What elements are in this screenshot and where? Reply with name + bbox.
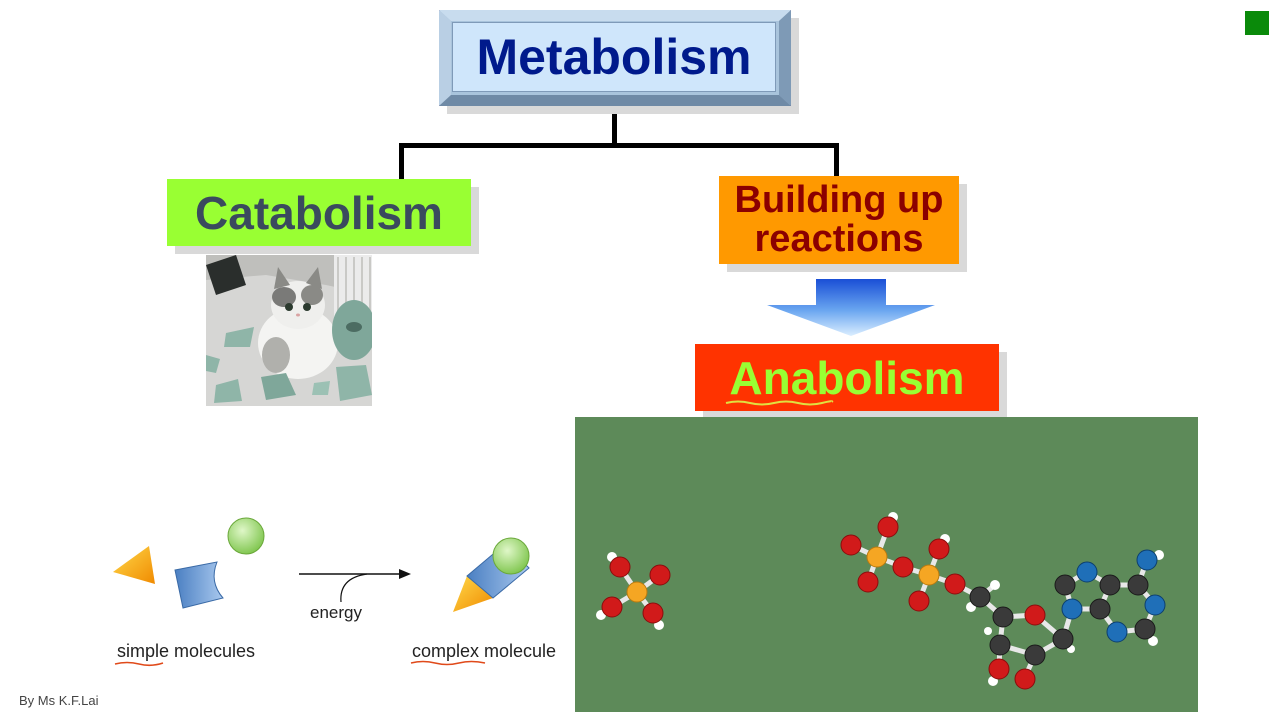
down-arrow-icon xyxy=(767,279,935,336)
energy-label: energy xyxy=(310,603,362,622)
connector-bar xyxy=(399,143,839,148)
connector-left-drop xyxy=(399,143,404,179)
title-bevel xyxy=(439,10,791,106)
anabolism-underline xyxy=(725,400,834,406)
connector-stem xyxy=(612,114,617,147)
crescent-block-shape xyxy=(174,561,224,609)
triangle-shape xyxy=(113,546,155,584)
corner-marker xyxy=(1245,11,1269,35)
broken-vase-cat-photo xyxy=(206,255,372,406)
handwritten-underlines xyxy=(114,660,486,667)
catabolism-box: Catabolism xyxy=(167,179,471,246)
catabolism-label: Catabolism xyxy=(195,186,443,239)
building-up-label: Building up reactions xyxy=(734,179,944,260)
anabolism-label: Anabolism xyxy=(729,351,965,404)
molecule-model-panel xyxy=(575,417,1198,712)
connector-right-drop xyxy=(834,143,839,177)
anabolism-box: Anabolism xyxy=(695,344,999,411)
simple-molecules-label: simple molecules xyxy=(117,641,256,661)
simple-molecules-illustration xyxy=(113,517,530,612)
circle-shape xyxy=(227,517,265,555)
author-credit: By Ms K.F.Lai xyxy=(19,693,99,708)
metabolism-box: Metabolism xyxy=(439,10,791,106)
complex-molecule-label: complex molecule xyxy=(412,641,557,661)
building-up-box: Building up reactions xyxy=(719,176,959,264)
metabolism-label: Metabolism xyxy=(452,22,776,92)
